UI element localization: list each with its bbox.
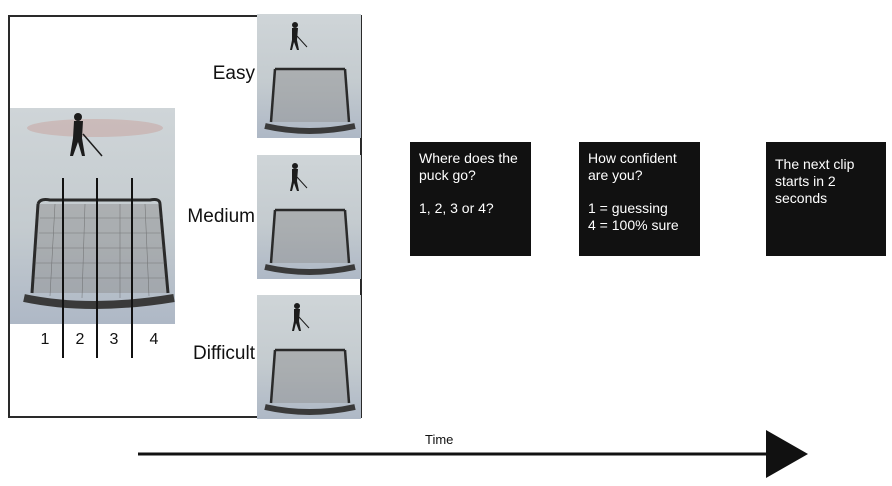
hockey-net-zones-illustration xyxy=(23,113,175,309)
zone-label-1: 1 xyxy=(40,331,50,348)
thumbnail-easy xyxy=(257,14,361,138)
easy-clip-frame xyxy=(264,22,356,134)
zone-divider-2 xyxy=(96,178,98,358)
zone-label-4: 4 xyxy=(149,331,159,348)
zone-label-2: 2 xyxy=(75,331,85,348)
confidence-text: How confident are you? xyxy=(588,150,677,183)
confidence-high: 4 = 100% sure xyxy=(588,217,679,233)
zone-divider-3 xyxy=(131,178,133,358)
next-clip-screen: The next clip starts in 2 seconds xyxy=(766,142,886,256)
difficult-clip-frame xyxy=(264,303,356,415)
zone-example-image xyxy=(10,108,175,324)
confidence-screen: How confident are you? 1 = guessing 4 = … xyxy=(579,142,700,256)
thumbnail-medium xyxy=(257,155,361,279)
label-medium: Medium xyxy=(187,206,255,227)
confidence-low: 1 = guessing xyxy=(588,200,668,216)
time-label: Time xyxy=(425,432,454,447)
label-difficult: Difficult xyxy=(193,343,255,364)
question-text: Where does the puck go? xyxy=(419,150,518,183)
question-options: 1, 2, 3 or 4? xyxy=(419,200,494,216)
label-easy: Easy xyxy=(212,63,255,84)
zone-label-3: 3 xyxy=(109,331,119,348)
zone-divider-1 xyxy=(62,178,64,358)
next-clip-text: The next clip starts in 2 seconds xyxy=(775,156,855,206)
time-arrow xyxy=(138,430,808,478)
thumbnail-difficult xyxy=(257,295,361,419)
medium-clip-frame xyxy=(264,163,356,275)
question-screen: Where does the puck go? 1, 2, 3 or 4? xyxy=(410,142,531,256)
